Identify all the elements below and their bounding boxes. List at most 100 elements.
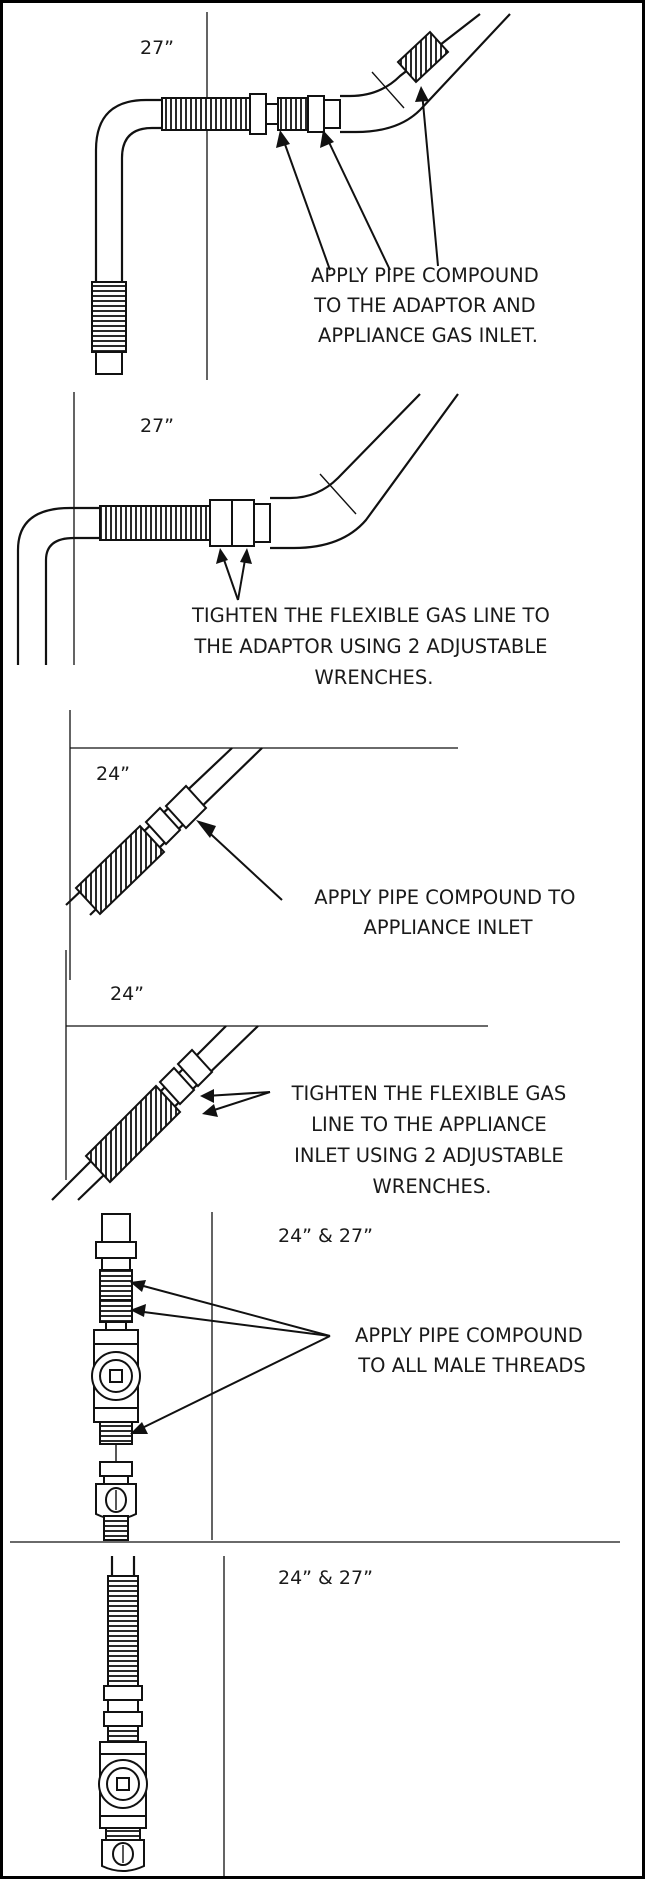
panel-4-dimension: 24” bbox=[110, 983, 144, 1005]
panel-5-top-stub bbox=[101, 1213, 131, 1243]
panel-3-arrow bbox=[201, 825, 283, 901]
panel-3-note: APPLY PIPE COMPOUND TO APPLIANCE INLET bbox=[314, 886, 581, 939]
panel-4-adaptor-hex bbox=[176, 1048, 214, 1088]
panel-5-thread-1 bbox=[99, 1269, 133, 1301]
panel-1-flare-nut bbox=[249, 93, 267, 135]
panel-3-note-line-1: APPLY PIPE COMPOUND TO bbox=[314, 886, 575, 909]
panel-4-flare-nut bbox=[158, 1066, 196, 1106]
panel-2-note-line-2: THE ADAPTOR USING 2 ADJUSTABLE bbox=[193, 635, 547, 658]
panel-1-arrow-2 bbox=[325, 135, 391, 271]
panel-6: 24” & 27” bbox=[98, 1556, 373, 1876]
panel-1-arrow-1 bbox=[281, 135, 331, 271]
panel-2-note-line-3: WRENCHES. bbox=[315, 666, 434, 689]
panel-6-valve-bottom-cap bbox=[99, 1815, 147, 1829]
panel-5-lower-neck bbox=[103, 1475, 129, 1485]
panel-4-note-line-4: WRENCHES. bbox=[373, 1175, 492, 1198]
panel-1-arrow-3 bbox=[421, 91, 439, 267]
panel-6-adaptor-neck bbox=[107, 1699, 139, 1713]
panel-3-dimension: 24” bbox=[96, 763, 130, 785]
panel-2-inlet-flange bbox=[319, 473, 357, 515]
panel-5-neck-2 bbox=[105, 1321, 127, 1331]
panel-1: 27” APPLY PIPE COMPOUND TO THE ADAPTOR A… bbox=[91, 12, 545, 380]
panel-2-inlet-pipe-lower bbox=[270, 393, 459, 550]
panel-1-flex-vertical bbox=[91, 281, 127, 353]
panel-2-pipe-inner bbox=[44, 536, 100, 665]
panel-2-dimension: 27” bbox=[140, 415, 174, 437]
panel-1-adaptor-threads bbox=[277, 97, 309, 131]
panel-4-arrow-2 bbox=[207, 1091, 271, 1113]
panel-2-flex-horizontal bbox=[99, 505, 211, 541]
panel-6-thread-2 bbox=[105, 1827, 141, 1841]
panel-1-pipe-outer bbox=[94, 98, 162, 285]
panel-4-arrow-1 bbox=[205, 1091, 271, 1097]
panel-2-note-line-1: TIGHTEN THE FLEXIBLE GAS LINE TO bbox=[191, 604, 550, 627]
panel-3-inlet-threads bbox=[164, 784, 208, 830]
panel-4-flex bbox=[84, 1084, 182, 1184]
panel-2-arrowhead-1 bbox=[216, 548, 228, 564]
panel-5-arrowhead-1 bbox=[130, 1280, 146, 1292]
panel-3-note-line-2: APPLIANCE INLET bbox=[364, 916, 533, 939]
panel-1-note-line-3: APPLIANCE GAS INLET. bbox=[318, 324, 538, 347]
panel-5-thread-3 bbox=[99, 1421, 133, 1445]
panel-2-adaptor-hex bbox=[231, 499, 255, 547]
panel-4-note-line-3: INLET USING 2 ADJUSTABLE bbox=[294, 1144, 564, 1167]
panel-2-inlet-stub bbox=[253, 503, 271, 543]
panel-1-inlet-pipe-lower bbox=[340, 13, 511, 134]
panel-5-thread-2 bbox=[99, 1299, 133, 1323]
panel-4-arrowhead-1 bbox=[200, 1089, 214, 1103]
panel-5-arrow-3 bbox=[135, 1335, 331, 1432]
panel-1-pipe-inner bbox=[120, 126, 162, 285]
panel-4: 24” TIGHTEN THE FLEXIBLE GAS LINE TO THE… bbox=[51, 950, 573, 1201]
panel-1-inlet-threads bbox=[396, 30, 450, 84]
panel-1-note-line-2: TO THE ADAPTOR AND bbox=[313, 294, 536, 317]
panel-5-top-nut bbox=[95, 1241, 137, 1259]
panel-1-dimension: 27” bbox=[140, 37, 174, 59]
panel-5-arrow-1 bbox=[135, 1283, 331, 1337]
panel-3-arrowhead bbox=[196, 820, 216, 838]
panel-6-flex-vertical bbox=[107, 1575, 139, 1687]
panel-6-adaptor-hex bbox=[103, 1711, 143, 1727]
panel-4-note: TIGHTEN THE FLEXIBLE GAS LINE TO THE APP… bbox=[291, 1082, 573, 1198]
panel-1-note: APPLY PIPE COMPOUND TO THE ADAPTOR AND A… bbox=[311, 264, 545, 347]
panel-5-arrowhead-2 bbox=[130, 1304, 146, 1317]
panel-3: 24” APPLY PIPE COMPOUND TO APPLIANCE INL… bbox=[65, 710, 581, 980]
panel-6-thread-1 bbox=[107, 1725, 139, 1743]
panel-1-inlet-flange bbox=[371, 71, 405, 109]
panel-2: 27” TIGHTEN THE FLEXIBLE GAS LINE TO THE… bbox=[16, 392, 556, 689]
panel-6-flare-nut bbox=[103, 1685, 143, 1701]
panel-5-note-line-2: TO ALL MALE THREADS bbox=[357, 1354, 585, 1377]
panel-5-arrowhead-3 bbox=[130, 1422, 148, 1434]
panel-2-arrow-1 bbox=[221, 553, 239, 601]
panel-3-flex bbox=[74, 824, 166, 916]
panel-4-note-line-2: LINE TO THE APPLIANCE bbox=[311, 1113, 547, 1136]
panel-1-adaptor-neck bbox=[265, 103, 279, 125]
panel-5-note-line-1: APPLY PIPE COMPOUND bbox=[355, 1324, 583, 1347]
panel-1-inlet-stub bbox=[323, 99, 341, 129]
panel-1-fitting-bottom bbox=[95, 351, 123, 375]
panel-1-note-line-1: APPLY PIPE COMPOUND bbox=[311, 264, 539, 287]
panel-6-valve-stem bbox=[116, 1777, 130, 1791]
panel-5-dimension: 24” & 27” bbox=[278, 1225, 373, 1247]
panel-4-note-line-1: TIGHTEN THE FLEXIBLE GAS bbox=[291, 1082, 567, 1105]
panel-2-note: TIGHTEN THE FLEXIBLE GAS LINE TO THE ADA… bbox=[191, 604, 556, 689]
panel-1-flex-horizontal bbox=[161, 97, 251, 131]
panel-5-note: APPLY PIPE COMPOUND TO ALL MALE THREADS bbox=[355, 1324, 589, 1377]
panel-1-inlet-pipe-upper bbox=[340, 13, 481, 98]
panel-5-valve-stem bbox=[109, 1369, 123, 1383]
panel-6-valve-top-cap bbox=[99, 1741, 147, 1755]
panel-1-arrowhead-3 bbox=[415, 86, 429, 102]
panel-5-arrow-2 bbox=[135, 1310, 331, 1337]
panel-1-arrowhead-1 bbox=[276, 130, 290, 148]
panel-2-inlet-pipe-upper bbox=[270, 393, 421, 500]
panel-5: 24” & 27” APPLY PIPE COMPOUND TO ALL MAL… bbox=[10, 1212, 620, 1543]
panel-5-top-neck bbox=[101, 1257, 131, 1271]
panel-5-valve-top-cap bbox=[93, 1329, 139, 1345]
panel-2-flare-nut bbox=[209, 499, 233, 547]
panel-4-arrowhead-2 bbox=[202, 1104, 218, 1117]
panel-5-lower-nut bbox=[99, 1461, 133, 1477]
panel-6-dimension: 24” & 27” bbox=[278, 1567, 373, 1589]
panel-2-arrowhead-2 bbox=[240, 548, 252, 564]
